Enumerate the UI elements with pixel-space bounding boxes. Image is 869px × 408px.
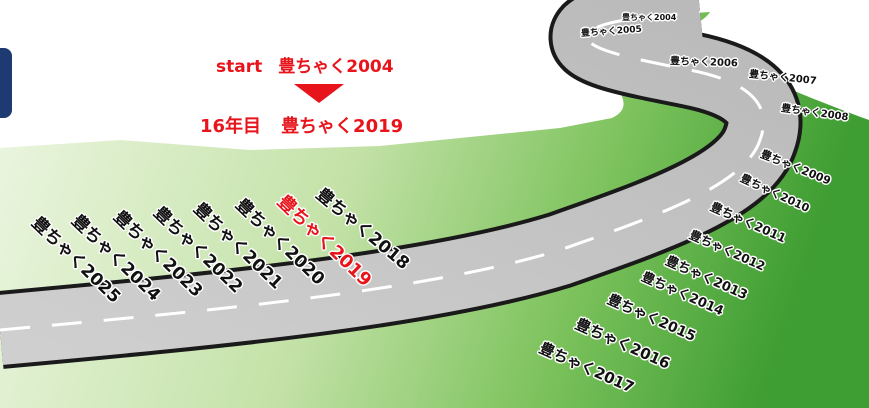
milestone-label: 豊ちゃく2004 [622, 13, 677, 22]
down-arrow-icon [294, 84, 344, 103]
start-heading: start 豊ちゃく2004 [216, 52, 394, 77]
road-center-line [0, 10, 765, 332]
start-name: 豊ちゃく2004 [278, 57, 394, 77]
side-tab [0, 48, 12, 118]
current-count: 16年目 [200, 116, 262, 137]
start-label: start [216, 57, 263, 77]
current-heading: 16年目豊ちゃく2019 [200, 112, 403, 138]
current-name: 豊ちゃく2019 [281, 116, 404, 137]
